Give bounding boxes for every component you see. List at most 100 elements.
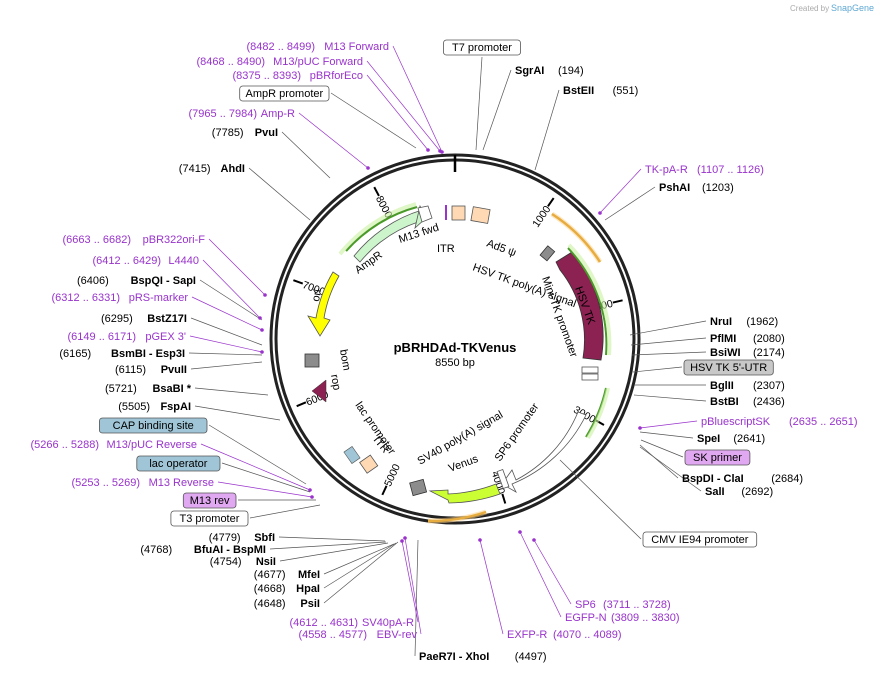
site-label-box <box>239 85 330 102</box>
site-label-name: PsiI <box>300 598 320 610</box>
connector-line <box>631 351 707 356</box>
site-label-name: lac operator <box>149 458 207 470</box>
feature-label: lac promoter <box>353 400 398 457</box>
connector-line <box>189 335 263 353</box>
site-label-name: NruI <box>710 316 732 328</box>
hsvtk-orf-line <box>567 247 608 356</box>
label-layer: SgrAI(194)BstEII(551)TK-pA-R(1107 .. 112… <box>31 39 858 663</box>
site-label-position: (2307) <box>753 380 785 392</box>
connector-line <box>639 446 702 492</box>
site-label-position: (1203) <box>702 182 734 194</box>
site-label-bstbi: BstBI(2436) <box>710 396 785 408</box>
connector-line <box>188 352 263 356</box>
site-label-fspai: FspAI(5505) <box>118 401 191 413</box>
site-label-name: BfuAI - BspMI <box>194 544 266 556</box>
connector-lines <box>188 45 707 657</box>
site-label-position: (6406) <box>77 275 109 287</box>
site-label-name: SK primer <box>693 452 742 464</box>
site-label-position: (4612 .. 4631) <box>290 617 359 629</box>
site-label-name: NsiI <box>256 556 276 568</box>
credit-prefix: Created by <box>790 4 829 13</box>
site-label-name: PflMI <box>710 333 736 345</box>
site-label-nsii: NsiI (4754) <box>210 556 276 568</box>
site-label-position: (551) <box>613 85 639 97</box>
primer-site-mark <box>403 536 407 540</box>
site-label-m13-puc-reverse: M13/pUC Reverse(5266 .. 5288) <box>31 439 198 451</box>
site-label-name: Amp-R <box>261 108 295 120</box>
site-label-name: BsiWI <box>710 347 741 359</box>
site-label-position: (2684) <box>771 473 803 485</box>
site-label-name: CMV IE94 promoter <box>651 534 749 546</box>
site-label-name: AmpR promoter <box>246 88 324 100</box>
site-label-name: pBluescriptSK <box>701 416 771 428</box>
primer-site-mark <box>308 488 312 492</box>
site-label-name: BsmBI - Esp3I <box>111 348 185 360</box>
connector-line <box>249 504 321 519</box>
site-label-position: (6149 .. 6171) <box>68 331 137 343</box>
site-label-m13-reverse: M13 Reverse(5253 .. 5269) <box>72 477 215 489</box>
site-label-position: (7965 .. 7984) <box>189 108 258 120</box>
site-label-position: (4070 .. 4089) <box>553 629 622 641</box>
connector-line <box>559 459 642 540</box>
connector-line <box>401 540 419 623</box>
site-label-name: pBRforEco <box>310 70 363 82</box>
primer-site-mark <box>258 316 262 320</box>
site-label-bsiwi: BsiWI(2174) <box>710 347 785 359</box>
connector-line <box>190 317 263 346</box>
connector-line <box>414 539 419 657</box>
site-label-position: (6663 .. 6682) <box>63 234 132 246</box>
site-label-box <box>99 417 208 434</box>
site-label-name: BstBI <box>710 396 739 408</box>
site-label-sk-primer: SK primer <box>684 449 751 466</box>
site-label-position: (4754) <box>210 556 242 568</box>
connector-line <box>479 539 504 635</box>
connector-line <box>221 462 311 493</box>
feature-label: bom <box>337 348 353 371</box>
site-label-name: BglII <box>710 380 734 392</box>
site-label-name: PshAI <box>659 182 690 194</box>
site-label-name: SgrAI <box>515 65 544 77</box>
connector-line <box>475 56 483 151</box>
connector-line <box>194 387 269 396</box>
connector-line <box>199 279 263 321</box>
site-label-bsteii: BstEII(551) <box>563 85 638 97</box>
orange-arc-bottom-glow <box>427 509 487 524</box>
site-label-name: HpaI <box>296 583 320 595</box>
site-label-position: (3711 .. 3728) <box>603 599 671 611</box>
site-label-amp-r: Amp-R(7965 .. 7984) <box>189 108 296 120</box>
site-label-name: AhdI <box>221 163 245 175</box>
site-label-ampr-promoter: AmpR promoter <box>239 85 330 102</box>
site-label-position: (6295) <box>101 313 133 325</box>
site-label-name: SpeI <box>697 433 720 445</box>
site-label-name: SalI <box>705 486 725 498</box>
sv40-polya-feature <box>409 478 428 497</box>
site-label-name: EXFP-R <box>507 629 547 641</box>
site-label-sp6: SP6(3711 .. 3728) <box>575 599 671 611</box>
connector-line <box>269 541 387 550</box>
site-label-m13-rev: M13 rev <box>182 492 237 509</box>
site-label-mfei: MfeI(4677) <box>254 569 320 581</box>
site-label-sali: SalI(2692) <box>705 486 773 498</box>
connector-line <box>323 542 397 589</box>
feature-label: rop <box>328 373 343 391</box>
site-label-name: MfeI <box>298 569 320 581</box>
connector-line <box>639 431 694 439</box>
tick-label: 1000 <box>530 204 553 230</box>
orange-arc-top-glow <box>550 211 603 264</box>
site-label-ebv-rev: EBV-rev(4558 .. 4577) <box>299 629 418 641</box>
tick-mark <box>501 493 507 504</box>
ampr-feature <box>353 209 423 263</box>
right-orf-line <box>585 387 607 438</box>
feature-label: Ad5 ψ <box>485 238 518 260</box>
site-label-m13-puc-forward: M13/pUC Forward(8468 .. 8490) <box>197 56 364 68</box>
site-label-position: (4668) <box>254 583 286 595</box>
site-label-nrui: NruI(1962) <box>710 316 778 328</box>
primer-site-mark <box>310 495 314 499</box>
connector-line <box>323 541 399 604</box>
site-label-box <box>136 455 221 472</box>
hsvtk-polya-feature <box>539 245 556 262</box>
rop-feature <box>311 379 327 403</box>
site-label-l4440: L4440(6412 .. 6429) <box>93 255 200 267</box>
site-label-position: (8482 .. 8499) <box>247 41 316 53</box>
